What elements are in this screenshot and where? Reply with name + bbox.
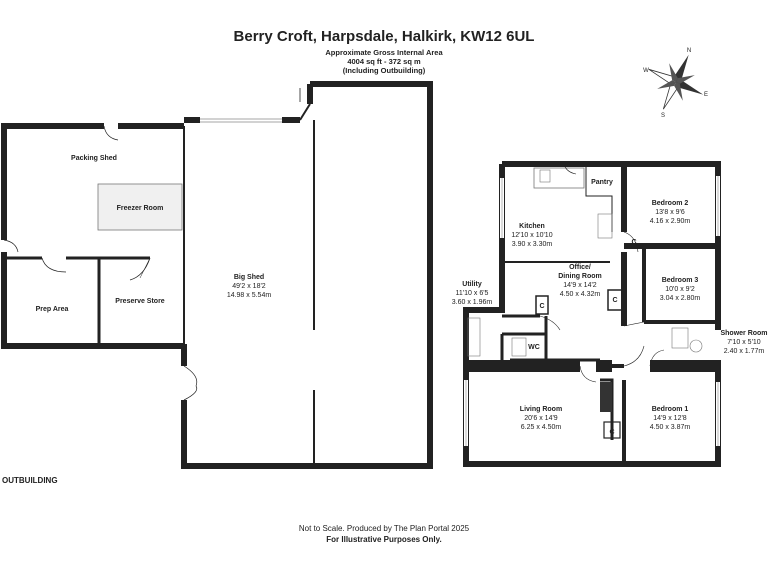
bedroom2-imperial: 13'8 x 9'6 [655,209,685,216]
bedroom3-label: Bedroom 3 [662,277,699,284]
shower-room-imperial: 7'10 x 5'10 [727,339,761,346]
living-room-metric: 6.25 x 4.50m [521,424,562,431]
compass-s: S [661,113,665,119]
bedroom2-label: Bedroom 2 [652,200,689,207]
bedroom1-label: Bedroom 1 [652,406,689,413]
bedroom2-metric: 4.16 x 2.90m [650,218,691,225]
utility-label: Utility [462,281,482,288]
compass-icon: N S E W [643,48,708,119]
office-metric: 4.50 x 4.32m [560,291,601,298]
office-label-2: Dining Room [558,273,602,280]
bedroom1-metric: 4.50 x 3.87m [650,424,691,431]
compass-n: N [687,48,691,54]
area-label: Approximate Gross Internal Area [325,48,443,57]
compass-w: W [643,68,649,74]
big-shed-metric: 14.98 x 5.54m [227,292,272,299]
wc-label: WC [528,344,540,351]
packing-shed-label: Packing Shed [71,155,117,162]
office-label-1: Office/ [569,264,591,271]
preserve-store-label: Preserve Store [115,298,165,305]
outbuilding-plan [1,81,433,469]
kitchen-label: Kitchen [519,223,545,230]
shower-room-label: Shower Room [720,330,767,337]
outbuilding-label: OUTBUILDING [2,476,58,485]
bedroom3-imperial: 10'0 x 9'2 [665,286,695,293]
kitchen-metric: 3.90 x 3.30m [512,241,553,248]
cupboard-label: C [612,297,617,304]
living-room-label: Living Room [520,406,562,413]
house-plan [463,161,721,467]
utility-metric: 3.60 x 1.96m [452,299,493,306]
cupboard-label: C [539,303,544,310]
footer-illustrative: For Illustrative Purposes Only. [326,535,442,544]
pantry-label: Pantry [591,179,613,186]
bedroom3-metric: 3.04 x 2.80m [660,295,701,302]
big-shed-imperial: 49'2 x 18'2 [232,283,266,290]
footer-disclaimer: Not to Scale. Produced by The Plan Porta… [298,524,470,533]
cupboard-label: C [609,429,614,436]
kitchen-imperial: 12'10 x 10'10 [511,232,552,239]
prep-area-label: Prep Area [36,306,69,313]
cupboard-label: C [631,239,636,246]
freezer-room-label: Freezer Room [117,205,164,212]
plan-title: Berry Croft, Harpsdale, Halkirk, KW12 6U… [233,28,535,45]
area-note: (Including Outbuilding) [342,66,426,75]
utility-imperial: 11'10 x 6'5 [456,290,489,297]
office-imperial: 14'9 x 14'2 [563,282,597,289]
shower-room-metric: 2.40 x 1.77m [724,348,765,355]
area-value: 4004 sq ft - 372 sq m [347,57,421,66]
big-shed-label: Big Shed [234,274,264,281]
living-room-imperial: 20'6 x 14'9 [524,415,558,422]
bedroom1-imperial: 14'9 x 12'8 [653,415,687,422]
compass-e: E [704,92,708,98]
